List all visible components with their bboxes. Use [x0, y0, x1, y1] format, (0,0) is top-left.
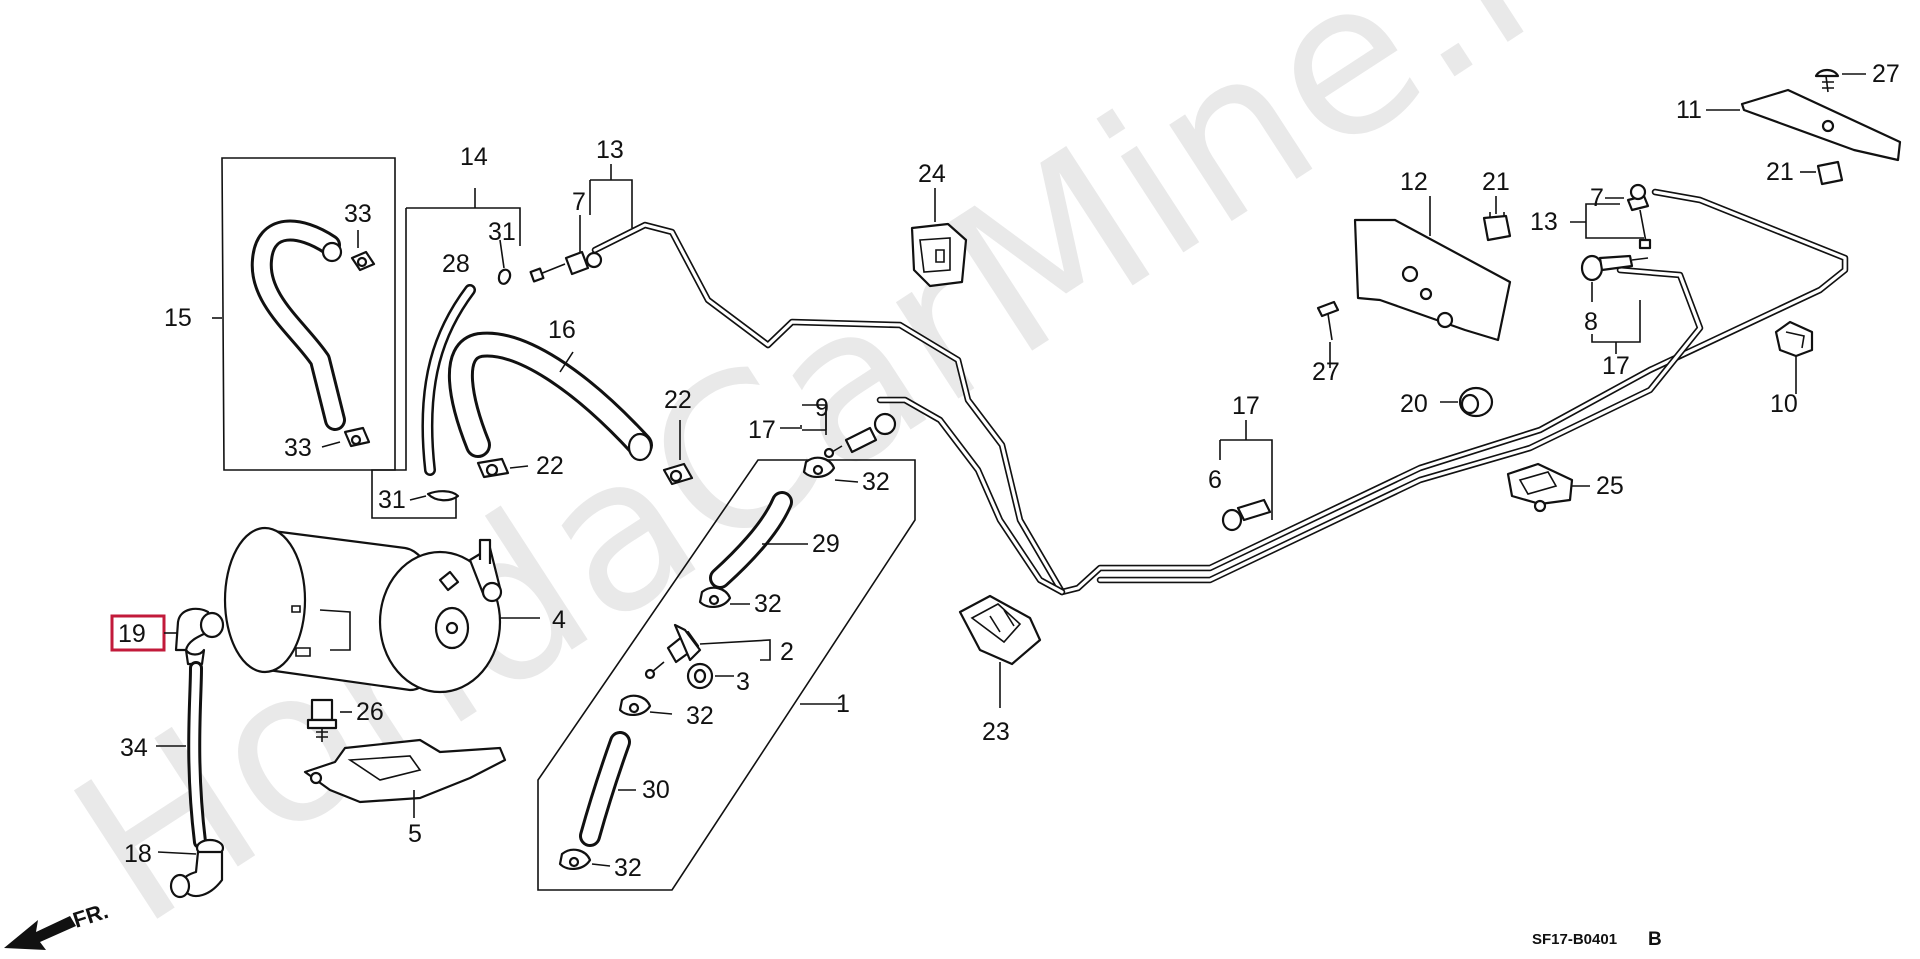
label-22-right: 22 [664, 386, 692, 414]
label-33-lower: 33 [284, 434, 312, 462]
hose-group-15 [212, 157, 396, 471]
elbow-19[interactable] [174, 607, 225, 666]
bolt-6[interactable] [1221, 498, 1272, 532]
label-32-bottom: 32 [614, 854, 642, 882]
label-25: 25 [1596, 472, 1624, 500]
clip-32-top[interactable] [802, 456, 859, 483]
label-22-left: 22 [536, 452, 564, 480]
diagram-code: SF17-B0401 [1532, 931, 1617, 948]
connector-9[interactable] [823, 405, 897, 459]
hose-30[interactable] [579, 731, 636, 847]
label-31-upper: 31 [488, 218, 516, 246]
label-29: 29 [812, 530, 840, 558]
clip-32-third[interactable] [618, 694, 673, 716]
clamp-33-upper[interactable] [350, 250, 376, 272]
label-23: 23 [982, 718, 1010, 746]
connector-8[interactable] [1580, 254, 1649, 302]
front-arrow-icon [4, 916, 76, 950]
label-20: 20 [1400, 390, 1428, 418]
cover-12[interactable] [1353, 196, 1512, 342]
label-3: 3 [736, 668, 750, 696]
label-11: 11 [1676, 96, 1702, 124]
grommet-20[interactable] [1440, 386, 1494, 418]
front-direction-label: FR. [70, 898, 111, 933]
label-32-second: 32 [754, 590, 782, 618]
label-4: 4 [552, 606, 566, 634]
label-6: 6 [1208, 466, 1222, 494]
label-16: 16 [548, 316, 576, 344]
clip-24[interactable] [910, 188, 968, 288]
screw-27-top[interactable] [1814, 68, 1866, 93]
label-31-lower: 31 [378, 486, 406, 514]
hose-16[interactable] [448, 331, 653, 462]
clip-23[interactable] [958, 594, 1042, 708]
label-15: 15 [164, 304, 192, 332]
label-28: 28 [442, 250, 470, 278]
hose-group-14 [371, 188, 521, 519]
clamp-22-right[interactable] [662, 420, 694, 486]
label-33-upper: 33 [344, 200, 372, 228]
label-14: 14 [460, 143, 488, 171]
clip-32-second[interactable] [698, 586, 750, 608]
screw-27-lower[interactable] [1316, 300, 1340, 368]
clamp-33-lower[interactable] [343, 426, 371, 448]
label-7-right: 7 [1590, 184, 1604, 212]
leader-17-right [1591, 300, 1641, 343]
canister-4[interactable] [223, 526, 540, 694]
elbow-18[interactable] [157, 838, 225, 899]
leader-17-center [1219, 439, 1273, 520]
label-34: 34 [120, 734, 148, 762]
clamp-22-left[interactable] [476, 457, 529, 479]
label-10: 10 [1770, 390, 1798, 418]
label-18: 18 [124, 840, 152, 868]
connector-7-left[interactable] [529, 215, 603, 283]
fuel-line[interactable] [591, 188, 1849, 596]
hose-29[interactable] [709, 491, 808, 589]
label-17-left: 17 [748, 416, 776, 444]
label-5: 5 [408, 820, 422, 848]
label-27-lower: 27 [1312, 358, 1340, 386]
bracket-5[interactable] [303, 738, 507, 818]
label-13-right: 13 [1530, 208, 1558, 236]
clip-21-center[interactable] [1482, 196, 1512, 242]
label-30: 30 [642, 776, 670, 804]
label-32-third: 32 [686, 702, 714, 730]
label-21-right: 21 [1766, 158, 1794, 186]
label-12: 12 [1400, 168, 1428, 196]
assembly-group-1 [537, 459, 916, 891]
label-1: 1 [836, 690, 850, 718]
label-17-right: 17 [1602, 352, 1630, 380]
label-32-top: 32 [862, 468, 890, 496]
leader-13-right [1570, 203, 1644, 239]
label-8: 8 [1584, 308, 1598, 336]
hose-34[interactable] [156, 661, 207, 849]
clip-32-bottom[interactable] [558, 848, 611, 870]
label-7-left: 7 [572, 188, 586, 216]
label-9: 9 [815, 394, 829, 422]
diagram-suffix: B [1648, 929, 1662, 950]
label-27-top: 27 [1872, 60, 1900, 88]
label-26: 26 [356, 698, 384, 726]
label-2: 2 [780, 638, 794, 666]
valve-2[interactable] [644, 623, 771, 680]
seal-3[interactable] [686, 662, 734, 690]
clip-21-right[interactable] [1800, 160, 1844, 186]
bolt-26[interactable] [306, 698, 352, 742]
label-24: 24 [918, 160, 946, 188]
label-21-center: 21 [1482, 168, 1510, 196]
clip-10[interactable] [1774, 320, 1814, 394]
clip-25[interactable] [1506, 462, 1590, 513]
connector-7-right[interactable] [1605, 183, 1652, 250]
label-17-center: 17 [1232, 392, 1260, 420]
bracket-11[interactable] [1706, 88, 1902, 162]
leader-13-left [589, 179, 633, 228]
label-13-left: 13 [596, 136, 624, 164]
label-19: 19 [118, 620, 146, 648]
